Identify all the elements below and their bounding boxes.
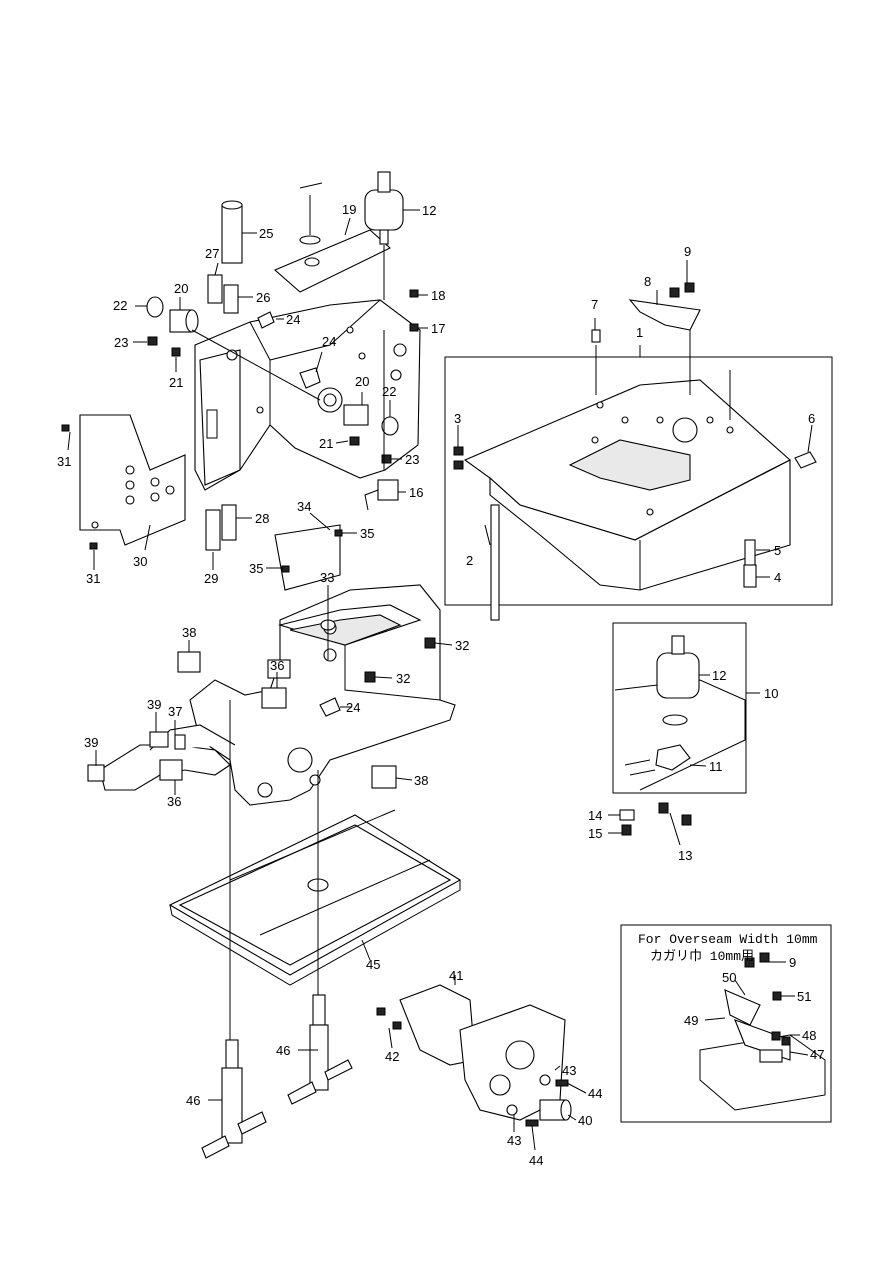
table-plate-1 — [453, 282, 817, 621]
callout-20b: 20 — [355, 374, 369, 389]
callout-35b: 35 — [249, 561, 263, 576]
side-plate-30 — [61, 414, 186, 550]
callout-31a: 31 — [57, 454, 71, 469]
callout-47: 47 — [810, 1047, 824, 1062]
callout-31b: 31 — [86, 571, 100, 586]
pins-28-29 — [205, 504, 237, 551]
callout-12b: 12 — [712, 668, 726, 683]
callout-17: 17 — [431, 321, 445, 336]
callout-6: 6 — [808, 411, 815, 426]
callout-38a: 38 — [182, 625, 196, 640]
callout-23a: 23 — [114, 335, 128, 350]
callout-21b: 21 — [319, 436, 333, 451]
callout-30: 30 — [133, 554, 147, 569]
callout-10: 10 — [764, 686, 778, 701]
table-plate-box — [444, 356, 833, 606]
callout-32a: 32 — [455, 638, 469, 653]
callout-24a: 24 — [286, 312, 300, 327]
callout-32b: 32 — [396, 671, 410, 686]
callout-41: 41 — [449, 968, 463, 983]
callout-5: 5 — [774, 543, 781, 558]
callout-19: 19 — [342, 202, 356, 217]
callout-37: 37 — [168, 704, 182, 719]
leader-lines — [67, 209, 813, 1151]
callout-3: 3 — [454, 411, 461, 426]
callout-7: 7 — [591, 297, 598, 312]
callout-46a: 46 — [276, 1043, 290, 1058]
callout-36a: 36 — [270, 658, 284, 673]
callout-23b: 23 — [405, 452, 419, 467]
callout-22b: 22 — [382, 384, 396, 399]
looper-mechanism — [376, 984, 572, 1127]
callout-39a: 39 — [147, 697, 161, 712]
callout-43a: 43 — [562, 1063, 576, 1078]
callout-8: 8 — [644, 274, 651, 289]
callout-13: 13 — [678, 848, 692, 863]
callout-35a: 35 — [360, 526, 374, 541]
stands-46 — [201, 994, 353, 1159]
callout-24c: 24 — [346, 700, 360, 715]
oil-pan-45 — [168, 700, 462, 1040]
callout-42: 42 — [385, 1049, 399, 1064]
callout-46b: 46 — [186, 1093, 200, 1108]
callout-11: 11 — [709, 759, 723, 774]
callout-25: 25 — [259, 226, 273, 241]
callout-15: 15 — [588, 826, 602, 841]
callout-9b: 9 — [789, 955, 796, 970]
callout-34: 34 — [297, 499, 311, 514]
callout-21a: 21 — [169, 375, 183, 390]
callout-22a: 22 — [113, 298, 127, 313]
callout-16: 16 — [409, 485, 423, 500]
inset-box — [620, 924, 832, 1123]
oil-pump-10 — [614, 635, 746, 836]
callout-24b: 24 — [322, 334, 336, 349]
callout-36b: 36 — [167, 794, 181, 809]
callout-40: 40 — [578, 1113, 592, 1128]
callout-9a: 9 — [684, 244, 691, 259]
callout-18: 18 — [431, 288, 445, 303]
callout-39b: 39 — [84, 735, 98, 750]
callout-numbers: 12 19 25 27 26 20 22 23 21 24 18 17 24 2… — [57, 202, 824, 1168]
callout-2: 2 — [466, 553, 473, 568]
callout-38b: 38 — [414, 773, 428, 788]
callout-45: 45 — [366, 957, 380, 972]
oil-pump-box — [612, 622, 747, 794]
callout-28: 28 — [255, 511, 269, 526]
bracket-34 — [274, 524, 343, 591]
callout-44b: 44 — [529, 1153, 543, 1168]
callout-27: 27 — [205, 246, 219, 261]
callout-44a: 44 — [588, 1086, 602, 1101]
callout-26: 26 — [256, 290, 270, 305]
callout-51: 51 — [797, 989, 811, 1004]
callout-20a: 20 — [174, 281, 188, 296]
inset-subtitle: カガリ巾 10mm用 — [650, 949, 754, 964]
callout-12a: 12 — [422, 203, 436, 218]
frame-body-assembly — [146, 171, 421, 511]
callout-50: 50 — [722, 970, 736, 985]
callout-49: 49 — [684, 1013, 698, 1028]
callout-4: 4 — [774, 570, 781, 585]
bed-base-assembly — [87, 584, 456, 806]
callout-29: 29 — [204, 571, 218, 586]
callout-1: 1 — [636, 325, 643, 340]
callout-14: 14 — [588, 808, 602, 823]
inset-title: For Overseam Width 10mm — [638, 932, 818, 947]
callout-48: 48 — [802, 1028, 816, 1043]
callout-43b: 43 — [507, 1133, 521, 1148]
callout-33: 33 — [320, 570, 334, 585]
